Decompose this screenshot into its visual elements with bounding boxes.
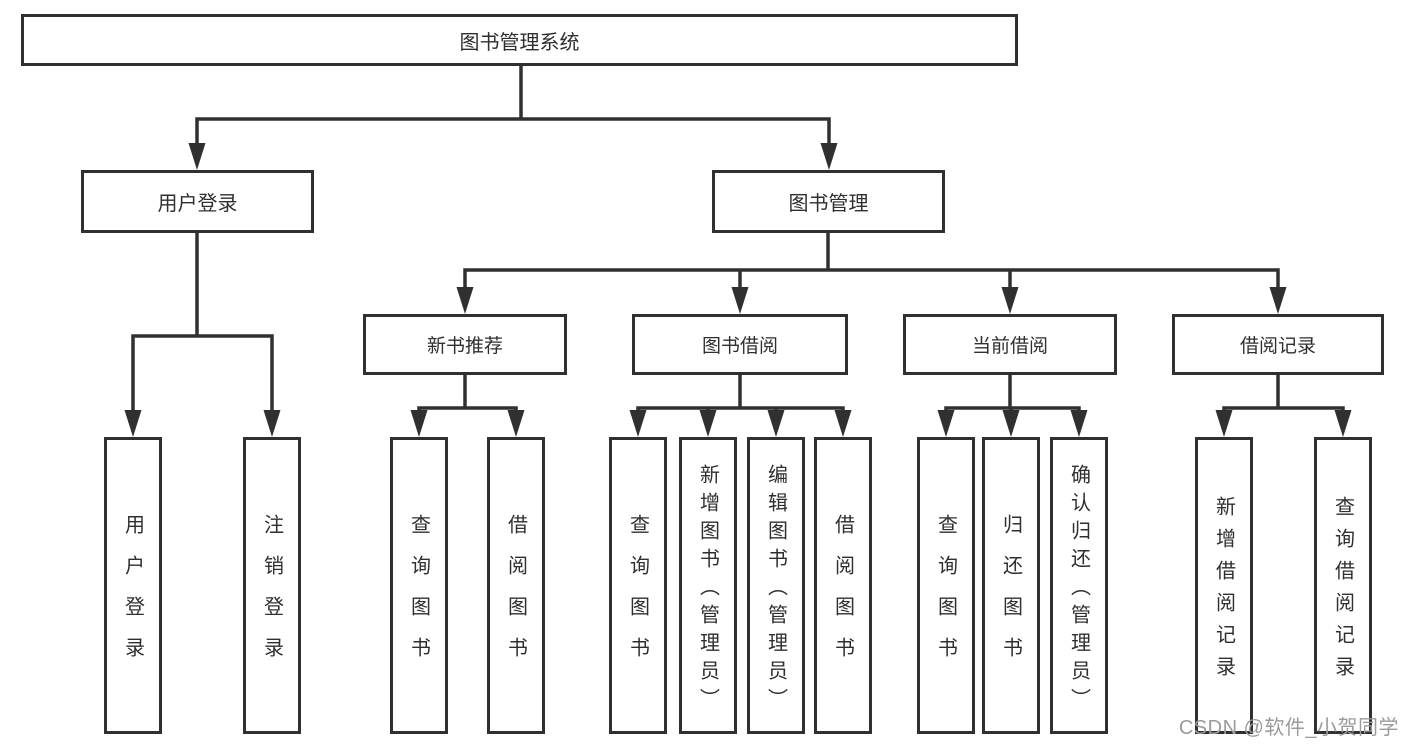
node-book-borrow-label: 图书借阅: [701, 336, 778, 357]
node-borrow-records: 借阅记录: [1172, 314, 1384, 375]
leaf-add-book-admin-label: 新增图书（管理员）: [696, 463, 719, 716]
connector-borrow-records-to-leaves: [1215, 375, 1352, 437]
connector-root-to-level2: [188, 66, 838, 170]
node-root-label: 图书管理系统: [459, 31, 580, 54]
leaf-borrow-books-label: 借阅图书: [831, 514, 854, 678]
node-book-management-label: 图书管理: [788, 193, 869, 215]
node-current-borrow: 当前借阅: [903, 314, 1117, 375]
leaf-logout-label: 注销登录: [260, 514, 283, 678]
leaf-edit-book-admin-label: 编辑图书（管理员）: [764, 463, 787, 716]
node-user-login-label: 用户登录: [157, 193, 238, 215]
leaf-borrow-books-recommend: 借阅图书: [487, 437, 545, 734]
leaf-query-books-current: 查询图书: [917, 437, 975, 734]
node-root: 图书管理系统: [21, 14, 1018, 66]
leaf-query-books-borrow: 查询图书: [609, 437, 667, 734]
node-user-login: 用户登录: [81, 170, 314, 233]
leaf-logout: 注销登录: [243, 437, 301, 734]
leaf-add-borrow-record: 新增借阅记录: [1195, 437, 1253, 734]
node-book-borrow: 图书借阅: [632, 314, 848, 375]
leaf-return-book-label: 归还图书: [999, 514, 1022, 678]
leaf-query-books-recommend: 查询图书: [390, 437, 448, 734]
node-borrow-records-label: 借阅记录: [1239, 336, 1316, 357]
leaf-return-book: 归还图书: [982, 437, 1040, 734]
connector-book-management-to-level3: [456, 233, 1287, 314]
connector-new-book-recommend-to-leaves: [410, 375, 525, 437]
leaf-borrow-books-recommend-label: 借阅图书: [504, 514, 527, 678]
node-book-management: 图书管理: [712, 170, 945, 233]
leaf-add-borrow-record-label: 新增借阅记录: [1212, 495, 1235, 688]
leaf-query-books-recommend-label: 查询图书: [407, 514, 430, 678]
leaf-query-books-current-label: 查询图书: [934, 514, 957, 678]
leaf-query-borrow-record: 查询借阅记录: [1314, 437, 1372, 734]
connector-current-borrow-to-leaves: [937, 375, 1088, 437]
leaf-borrow-books: 借阅图书: [814, 437, 872, 734]
node-current-borrow-label: 当前借阅: [971, 336, 1048, 357]
connector-user-login-to-leaves: [124, 233, 281, 437]
leaf-edit-book-admin: 编辑图书（管理员）: [747, 437, 805, 734]
connector-book-borrow-to-leaves: [629, 375, 852, 437]
node-new-book-recommend: 新书推荐: [363, 314, 567, 375]
leaf-confirm-return-admin-label: 确认归还（管理员）: [1067, 463, 1090, 716]
leaf-user-login: 用户登录: [104, 437, 162, 734]
leaf-user-login-label: 用户登录: [121, 514, 144, 678]
leaf-add-book-admin: 新增图书（管理员）: [679, 437, 737, 734]
node-new-book-recommend-label: 新书推荐: [426, 336, 503, 357]
leaf-confirm-return-admin: 确认归还（管理员）: [1050, 437, 1108, 734]
leaf-query-borrow-record-label: 查询借阅记录: [1331, 495, 1354, 688]
leaf-query-books-borrow-label: 查询图书: [626, 514, 649, 678]
